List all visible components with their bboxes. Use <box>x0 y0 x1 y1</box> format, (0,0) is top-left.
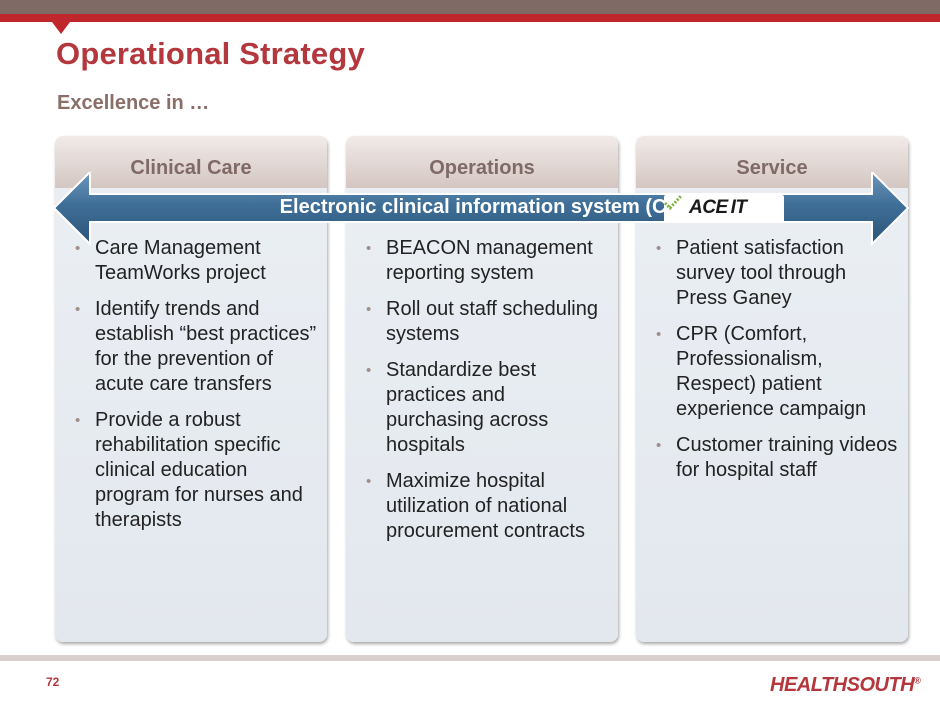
bullet-list: BEACON management reporting system Roll … <box>360 236 608 555</box>
checkmark-icon <box>664 195 682 211</box>
bullet-item: Customer training videos for hospital st… <box>650 433 898 483</box>
column-heading: Operations <box>346 136 618 188</box>
bullet-list: Care Management TeamWorks project Identi… <box>69 236 317 544</box>
slide-subtitle: Excellence in … <box>57 92 210 114</box>
column-heading: Service <box>636 136 908 188</box>
footer-bar <box>0 655 940 661</box>
bullet-list: Patient satisfaction survey tool through… <box>650 236 898 494</box>
bullet-item: Standardize best practices and purchasin… <box>360 358 608 458</box>
cis-banner-arrow: Electronic clinical information system (… <box>52 172 910 246</box>
healthsouth-logo: HEALTHSOUTH® <box>770 674 921 696</box>
bullet-item: Patient satisfaction survey tool through… <box>650 236 898 311</box>
column-heading: Clinical Care <box>55 136 327 188</box>
title-tab-marker <box>52 22 70 34</box>
bullet-item: BEACON management reporting system <box>360 236 608 286</box>
top-accent-bar <box>0 14 940 22</box>
bullet-item: Roll out staff scheduling systems <box>360 297 608 347</box>
page-number: 72 <box>46 675 60 689</box>
bullet-item: Identify trends and establish “best prac… <box>69 297 317 397</box>
banner-label: Electronic clinical information system (… <box>279 196 692 218</box>
slide-title: Operational Strategy <box>56 36 365 71</box>
bullet-item: Maximize hospital utilization of nationa… <box>360 469 608 544</box>
bullet-item: Care Management TeamWorks project <box>69 236 317 286</box>
top-bar <box>0 0 940 14</box>
bullet-item: CPR (Comfort, Professionalism, Respect) … <box>650 322 898 422</box>
bullet-item: Provide a robust rehabilitation specific… <box>69 408 317 533</box>
double-arrow-icon <box>52 172 910 246</box>
